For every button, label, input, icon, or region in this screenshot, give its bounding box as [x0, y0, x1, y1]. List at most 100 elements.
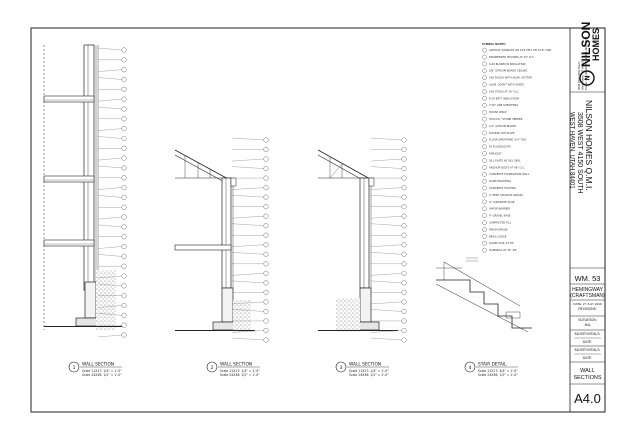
callout-bubble — [263, 156, 269, 162]
callout-bubble — [401, 289, 407, 295]
note-bubble — [482, 82, 487, 87]
soil-hatch-3 — [336, 298, 360, 332]
detail-number-1: 1 — [73, 365, 76, 371]
note-item: HANDRAIL AT 34"-38" — [489, 248, 517, 252]
note-item: STUCCO / STONE VENEER — [489, 117, 523, 121]
detail-title-3: 3 WALL SECTION Scale 11X17: 1/4" = 1'-0"… — [335, 362, 389, 377]
callout-bubble — [401, 223, 407, 229]
callout-bubble — [121, 234, 127, 240]
leader-line — [370, 223, 402, 226]
project-name: NILSON HOMES Q.M.I. — [584, 100, 594, 191]
note-item: FLOOR SHEATHING 3/4" T&G — [489, 138, 526, 142]
detail-title-text-4: STAIR DETAIL — [478, 362, 507, 368]
logo-address-1: 3508 West 4150 South — [577, 61, 581, 90]
note-bubble — [482, 103, 487, 108]
elevation-value: -N/A- — [584, 323, 591, 327]
note-item: DAMP PROOFING — [489, 179, 511, 183]
leader-line — [370, 273, 402, 276]
callout-bubble — [121, 253, 127, 259]
callout-bubble — [121, 214, 127, 220]
note-item: 4" PERF. DRAIN IN GRAVEL — [489, 193, 524, 197]
callout-bubble — [121, 126, 127, 132]
detail-scale-1b: Scale 24X36: 1/2" = 1'-0" — [82, 373, 122, 377]
revisions-label: REVISIONS: — [578, 307, 596, 311]
callout-bubble — [401, 270, 407, 276]
leader-line — [97, 165, 122, 169]
note-bubble — [482, 192, 487, 198]
note-bubble — [482, 47, 487, 53]
note-item: FINISH GRADE — [489, 227, 508, 231]
callout-bubble — [263, 213, 269, 219]
note-bubble — [482, 61, 487, 67]
foundation-wall-1 — [84, 281, 97, 319]
leader-line — [97, 216, 122, 220]
note-bubble — [482, 137, 487, 143]
callout-bubble — [121, 263, 127, 269]
leader-line — [370, 309, 402, 312]
leader-line — [97, 195, 122, 198]
callout-bubble — [263, 204, 269, 210]
note-bubble — [482, 227, 487, 232]
note-item: HOUSE WRAP — [489, 110, 507, 114]
callout-bubble — [121, 244, 127, 250]
note-bubble — [482, 199, 487, 205]
callout-bubble — [121, 273, 127, 279]
note-item: ASPHALT SHINGLES ON 15# FELT ON 7/16" OS… — [489, 48, 551, 52]
callout-bubble — [401, 166, 407, 172]
leader-line — [231, 194, 264, 198]
leader-line — [370, 137, 402, 141]
note-bubble — [482, 54, 487, 60]
project-address: 3508 WEST 4150 SOUTH — [576, 112, 583, 194]
leader-line — [231, 252, 264, 255]
leader-line — [97, 283, 122, 287]
note-item: ENGINEERED TRUSSES AT 24" O.C. — [489, 55, 534, 59]
note-item: 2X6 FASCIA WITH ALUM. GUTTER — [489, 76, 532, 80]
callout-bubble — [121, 106, 127, 112]
leader-line — [231, 301, 264, 305]
callout-bubble — [263, 270, 269, 276]
leader-line — [370, 330, 402, 333]
leader-line — [370, 244, 402, 247]
logo-address-3: Phone: 801.392.8100 Fax: 801.392.8101 — [584, 39, 588, 90]
nilson-logo: N NILSON HOMES 3508 West 4150 South West… — [577, 22, 601, 90]
note-bubble — [482, 68, 487, 74]
callout-bubble — [401, 232, 407, 238]
wall-section-3-drawing — [317, 149, 398, 332]
note-bubble — [482, 241, 487, 246]
note-item: SILL PLATE W/ SILL SEAL — [489, 158, 521, 162]
callout-bubble — [401, 213, 407, 219]
sheet-number: A4.0 — [574, 391, 601, 406]
callout-bubble — [263, 289, 269, 295]
callout-bubble — [401, 137, 407, 143]
symbol-notes: SYMBOL NOTES: ASPHALT SHINGLES ON 15# FE… — [482, 42, 551, 253]
callout-bubble — [121, 47, 127, 53]
model-name: HEMINGWAY — [572, 287, 603, 293]
note-bubble — [482, 89, 487, 94]
leader-line — [97, 77, 122, 80]
leader-line — [231, 223, 264, 226]
leader-line — [97, 224, 122, 228]
detail-scale-2a: Scale 11X17: 1/4" = 1'-0" — [220, 369, 260, 373]
leader-line — [97, 157, 122, 161]
callout-bubble — [121, 67, 127, 73]
leader-line — [370, 252, 402, 255]
callout-bubble — [121, 86, 127, 92]
detail-title-4: 4 STAIR DETAIL Scale 11X17: 3/4" = 1'-0"… — [464, 362, 518, 377]
note-item: TJI FLOOR JOISTS — [489, 145, 511, 149]
note-bubble — [482, 130, 487, 136]
detail-scale-2b: Scale 24X36: 1/2" = 1'-0" — [220, 373, 260, 377]
detail-number-4: 4 — [469, 365, 472, 371]
note-item: 4" GRAVEL BASE — [489, 214, 511, 218]
note-item: 2X6 STUDS AT 16" O.C. — [489, 89, 519, 93]
model-style: (CRAFTSMAN) — [570, 293, 605, 299]
outer-border — [30, 27, 606, 413]
leader-line — [97, 334, 122, 338]
leader-line — [231, 158, 264, 162]
note-bubble — [482, 96, 487, 101]
leader-line — [97, 69, 122, 72]
callout-bubble — [401, 308, 407, 314]
callout-bubble — [263, 147, 269, 152]
note-item: 4" CONCRETE SLAB — [489, 200, 515, 204]
note-item: COMPACTED FILL — [489, 221, 512, 225]
callout-bubble — [401, 318, 407, 324]
